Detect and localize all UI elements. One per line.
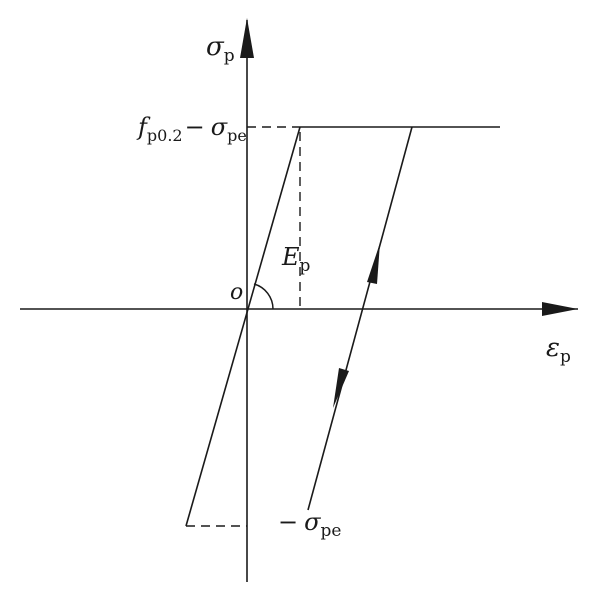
unloading-line [307,126,413,511]
y-axis-arrowhead [240,18,254,58]
lower-level-label: −σpe [278,508,341,541]
x-axis-arrowhead [542,302,578,316]
x-axis-label: εp [546,333,571,367]
modulus-angle-arc [253,283,274,310]
origin-label: o [230,280,243,305]
reload-arrowhead [367,243,380,284]
elastic-line [185,126,301,527]
unload-arrowhead [333,368,349,408]
upper-level-label: fp0.2−σpe [136,113,247,145]
modulus-label: Ep [281,243,311,276]
y-axis-label: σp [206,32,235,66]
